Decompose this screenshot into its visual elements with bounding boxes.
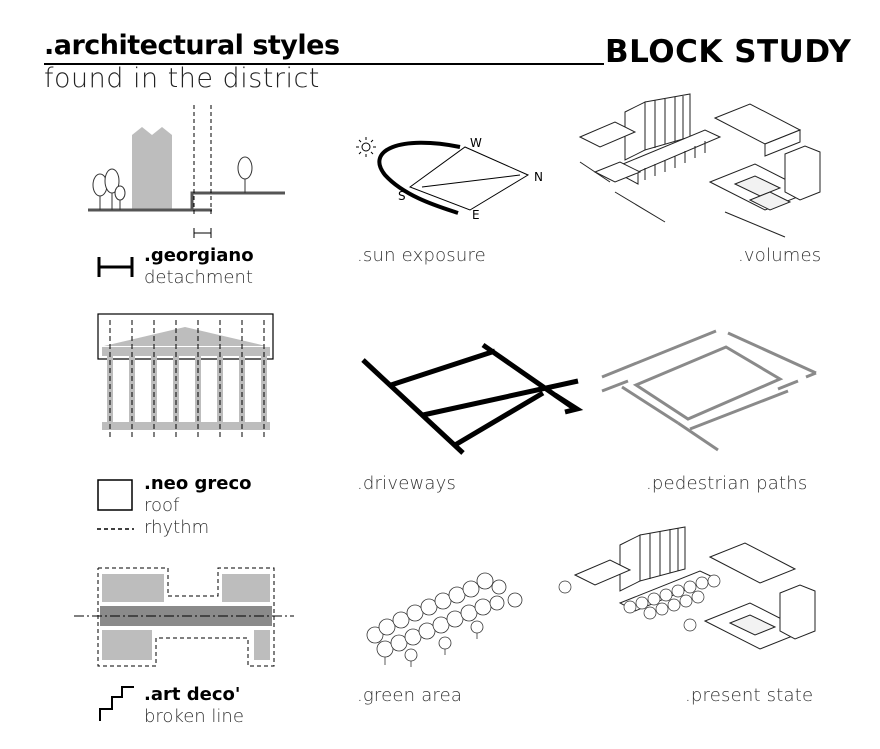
style-sub-rhythm: rhythm [144,517,210,538]
compass-e: E [472,208,480,222]
style-name-art-deco: .art deco' [144,684,241,705]
pedestrian-paths-drawing [601,329,817,452]
roof-outline [97,313,274,360]
columns [107,356,267,422]
inner-block [632,345,784,421]
sun-path-arc [377,140,461,215]
rhythm-lines [109,320,265,440]
rhythm-dash-icon [97,528,134,530]
present-state-drawing [558,526,816,650]
page-title: .architectural styles [44,30,340,61]
deco-blocks [102,574,270,660]
caption-pedestrian-paths: .pedestrian paths [646,473,808,494]
style-sub-roof: roof [144,495,180,516]
detachment-icon [97,257,134,277]
ground-line-right [190,191,285,210]
compass-w: W [470,136,482,150]
compass-s: S [398,189,406,203]
stylobate [102,422,270,430]
roof-box-icon [97,479,133,511]
style-sub-broken-line: broken line [144,706,244,727]
sun-exposure-drawing: W N S E [356,136,543,222]
building-silhouette [132,127,172,210]
sun-icon [356,137,376,157]
broken-outline [97,567,275,667]
entablature [102,347,270,356]
caption-green-area: .green area [357,685,463,706]
block-footprint [408,146,530,211]
pediment [104,327,266,346]
georgiano-drawing [88,105,285,238]
art-deco-drawing [74,567,294,667]
tree-icon [366,572,523,662]
tree-trunks [384,633,478,667]
street-lines [579,161,786,238]
volumes-drawing [578,93,821,238]
tree-icon [92,156,253,210]
title-underline [44,63,604,65]
driveways-drawing [361,342,584,455]
style-name-georgiano: .georgiano [144,245,254,266]
style-sub-detachment: detachment [144,267,253,288]
caption-volumes: .volumes [738,245,822,266]
caption-sun-exposure: .sun exposure [357,245,486,266]
footprint-diagonal [421,174,521,188]
tree-icon [558,574,721,632]
neo-greco-drawing [97,313,274,440]
page-subtitle: found in the district [44,63,320,94]
detachment-marker [193,228,212,238]
block-study-title: BLOCK STUDY [605,34,852,70]
style-name-neo-greco: .neo greco [144,473,252,494]
volume-blocks [578,93,821,211]
green-area-drawing [366,572,523,667]
compass-n: N [534,170,543,184]
caption-driveways: .driveways [357,473,457,494]
caption-present-state: .present state [685,685,814,706]
broken-line-icon [99,686,134,721]
